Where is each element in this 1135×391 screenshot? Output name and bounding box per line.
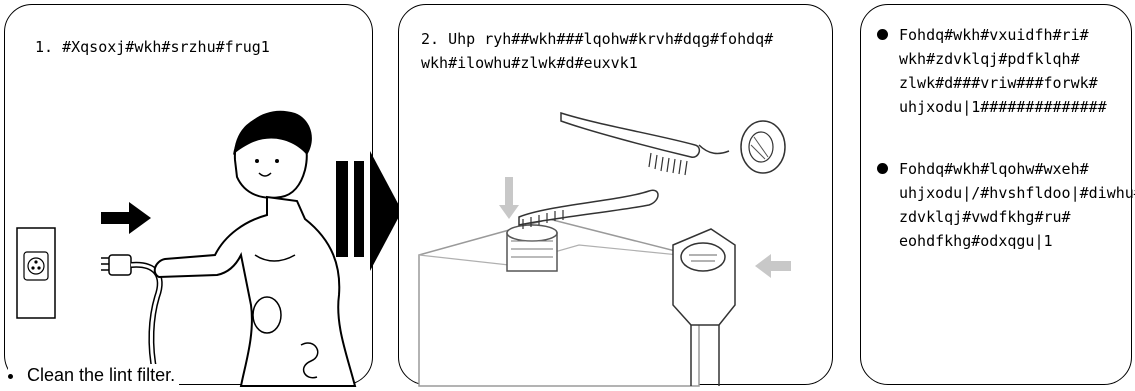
insert-down-arrow <box>499 177 519 219</box>
pull-direction-arrow <box>101 202 151 234</box>
notes-panel: Fohdq#wkh#vxuidfh#ri# wkh#zdvklqj#pdfklq… <box>860 4 1132 385</box>
caption: Clean the lint filter. <box>8 364 179 386</box>
insert-left-arrow <box>755 254 791 278</box>
filter-cleaning-illustration <box>399 5 834 386</box>
note-item: Fohdq#wkh#vxuidfh#ri# wkh#zdvklqj#pdfklq… <box>873 23 1135 119</box>
note-item: Fohdq#wkh#lqohw#wxeh# uhjxodu|/#hvshfldo… <box>873 157 1135 253</box>
step-2-panel: 2. Uhp ryh##wkh###lqohw#krvh#dqg#fohdq# … <box>398 4 833 385</box>
maintenance-notes: Fohdq#wkh#vxuidfh#ri# wkh#zdvklqj#pdfklq… <box>873 23 1135 291</box>
unplug-illustration <box>5 5 374 386</box>
next-step-arrow-icon <box>336 151 402 275</box>
step-1-panel: 1. #Xqsoxj#wkh#srzhu#frug1 <box>4 4 373 385</box>
bullet-dot-icon <box>8 374 13 379</box>
bullet-dot-icon <box>877 29 888 40</box>
bullet-dot-icon <box>877 163 888 174</box>
